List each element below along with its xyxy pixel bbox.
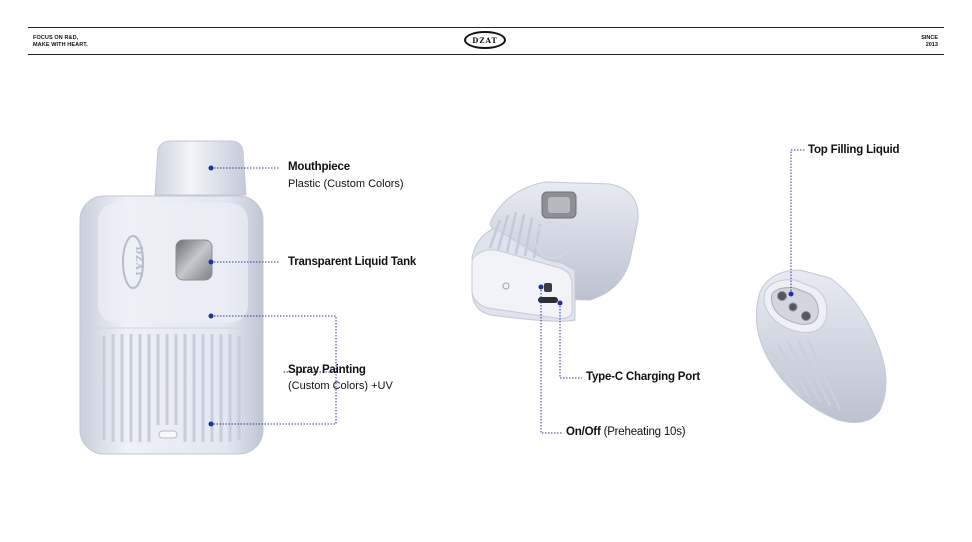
fill-hole-1 xyxy=(777,291,787,301)
top-dot xyxy=(788,291,794,297)
header-bottom-rule xyxy=(28,54,944,55)
front-panel xyxy=(98,203,248,323)
tagline-line1: FOCUS ON R&D, xyxy=(33,35,79,41)
device-front: DZAT xyxy=(79,140,264,455)
ribbed-grip xyxy=(102,334,241,442)
label-onoff-title: On/Off xyxy=(566,426,601,438)
bottom-leaders xyxy=(540,287,582,434)
label-onoff-sub: (Preheating 10s) xyxy=(603,426,686,438)
label-mouthpiece-sub: Plastic (Custom Colors) xyxy=(288,178,404,190)
fill-hole-2 xyxy=(788,302,798,312)
mouthpiece xyxy=(154,140,247,196)
bottom-dots xyxy=(538,284,563,306)
label-mouthpiece-title: Mouthpiece xyxy=(288,161,350,173)
brand-logo-text: DZAT xyxy=(472,35,498,45)
header-since: SINCE 2013 xyxy=(921,35,938,48)
front-dots xyxy=(208,165,214,427)
device-bottom xyxy=(471,181,639,322)
header-tagline: FOCUS ON R&D, MAKE WITH HEART. xyxy=(33,35,88,48)
brand-logo: DZAT xyxy=(464,31,506,49)
power-button xyxy=(544,283,552,292)
label-charging-port: Type-C Charging Port xyxy=(586,371,700,383)
body-logo-badge xyxy=(122,235,144,289)
since-line1: SINCE xyxy=(921,35,938,41)
label-onoff: On/Off (Preheating 10s) xyxy=(566,426,686,438)
fill-hole-3 xyxy=(801,311,811,321)
label-top-filling: Top Filling Liquid xyxy=(808,144,900,156)
type-c-port xyxy=(538,297,558,303)
header-top-rule xyxy=(28,27,944,28)
since-line2: 2013 xyxy=(925,41,938,48)
top-leaders xyxy=(790,149,805,294)
label-liquid-tank: Transparent Liquid Tank xyxy=(288,256,417,268)
air-slot xyxy=(158,430,178,439)
label-spray-sub: (Custom Colors) +UV xyxy=(288,380,393,392)
liquid-window xyxy=(175,239,213,281)
body-logo-text: DZAT xyxy=(133,246,143,278)
tagline-line2: MAKE WITH HEART. xyxy=(33,41,88,48)
device-top xyxy=(755,269,887,423)
front-leaders xyxy=(211,167,337,425)
label-spray-title: Spray Painting xyxy=(288,364,366,376)
